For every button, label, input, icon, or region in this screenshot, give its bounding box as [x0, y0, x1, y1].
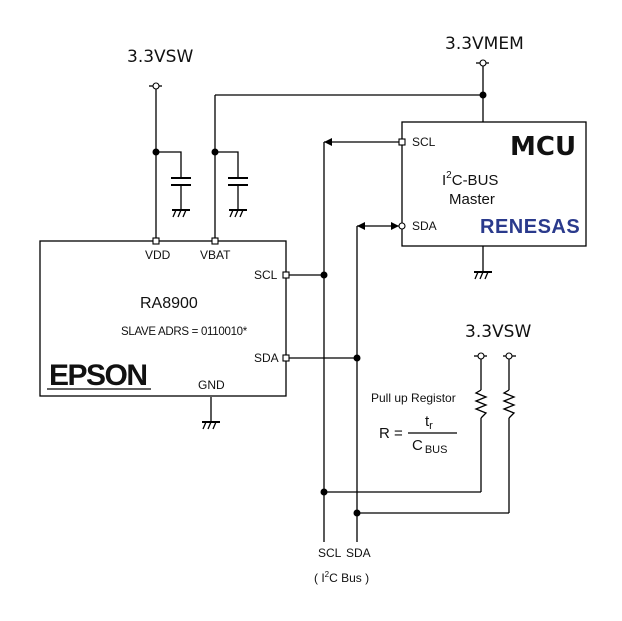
capacitor-vbat-icon: [228, 177, 248, 186]
bus-wires: [289, 141, 510, 542]
rtc-pin-sda: SDA: [254, 351, 279, 365]
bus-caption: ( I2C Bus ): [314, 570, 369, 585]
ground-mcu-icon: [474, 246, 492, 280]
terminal-pullup-sda-icon: [503, 352, 516, 360]
rtc-chip-box: [39, 240, 287, 397]
formula-lhs: R =: [379, 425, 403, 442]
rail-label-3v3mem: 3.3VMEM: [445, 34, 524, 54]
pullup-label: Pull up Registor: [371, 391, 456, 405]
mcu-chip-box: [401, 121, 587, 247]
epson-logo: EPSON: [49, 359, 147, 392]
bus-label-scl: SCL: [318, 546, 342, 560]
pullup-resistor-scl-icon: [474, 389, 488, 419]
terminal-pullup-scl-icon: [474, 352, 487, 360]
ground-rtc-icon: [202, 397, 220, 430]
pin-markers: [152, 138, 406, 362]
renesas-logo: RENESAS: [480, 216, 580, 238]
rtc-pin-scl: SCL: [254, 268, 278, 282]
formula-numerator: tr: [425, 413, 433, 432]
rtc-pin-vbat: VBAT: [200, 248, 231, 262]
rtc-pin-vdd: VDD: [145, 248, 171, 262]
rail-label-pullup-3v3sw: 3.3VSW: [465, 322, 531, 342]
rtc-chip-name: RA8900: [140, 295, 198, 312]
terminal-3v3mem-icon: [476, 59, 489, 67]
ground-vbat-cap-icon: [229, 209, 247, 218]
junction-dots: [152, 91, 487, 517]
mcu-chip-name: MCU: [510, 132, 576, 162]
mcu-pin-scl: SCL: [412, 135, 436, 149]
mcu-pin-sda: SDA: [412, 219, 437, 233]
capacitor-vdd-icon: [171, 177, 191, 186]
scl-arrow-icon: [324, 138, 332, 146]
rtc-slave-address: SLAVE ADRS = 0110010*: [121, 326, 248, 338]
terminal-3v3sw-icon: [149, 82, 162, 90]
mcu-role-line2: Master: [449, 191, 495, 208]
bus-label-sda: SDA: [346, 546, 371, 560]
sda-arrow-left-icon: [357, 222, 365, 230]
rail-label-3v3sw: 3.3VSW: [127, 47, 193, 67]
mcu-role-line1: I2C-BUS: [442, 170, 498, 189]
sda-arrow-right-icon: [391, 222, 399, 230]
rtc-pin-gnd: GND: [198, 378, 225, 392]
ground-vdd-cap-icon: [172, 209, 190, 218]
pullup-resistor-sda-icon: [502, 389, 516, 419]
